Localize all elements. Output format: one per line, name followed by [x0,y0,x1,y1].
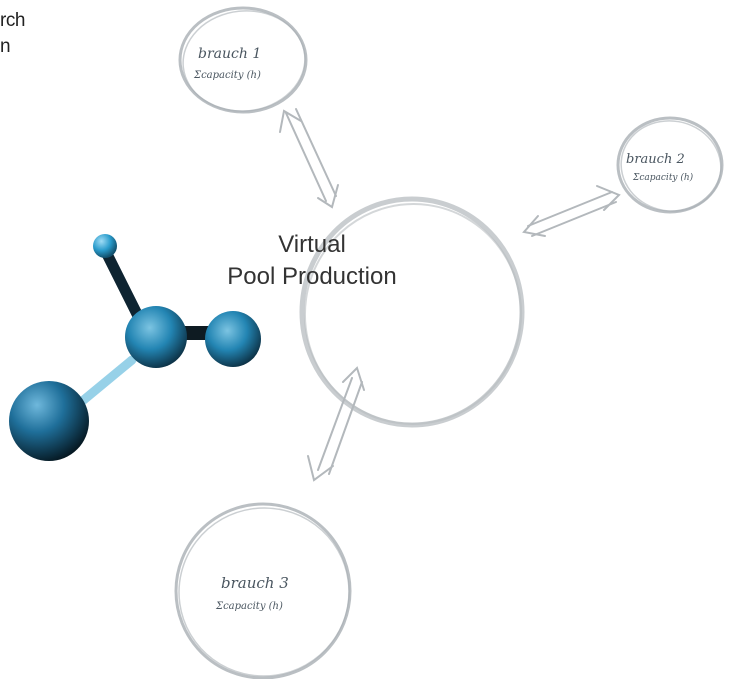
center-label-line-1: Virtual [278,231,346,258]
branch-1-name: brauch 1 [198,46,261,62]
branch-2-circle [616,116,724,214]
branch-1-circle [178,6,308,114]
branch-1-capacity: Σcapacity (h) [193,70,261,81]
center-label: Virtual Pool Production [212,229,412,293]
center-label-line-2: Pool Production [227,263,397,290]
branch-3-circle [174,502,352,679]
arrow-branch-1 [279,108,339,209]
branch-3-capacity: Σcapacity (h) [215,601,283,612]
center-circle [299,196,525,428]
branch-3-name: brauch 3 [221,574,289,592]
arrow-branch-2 [522,185,621,237]
branch-2-name: brauch 2 [626,152,685,167]
cropped-heading-line-1: rch [0,10,25,31]
branch-2-capacity: Σcapacity (h) [632,172,694,183]
arrow-branch-3 [307,366,365,482]
molecule-illustration [9,234,261,461]
cropped-heading-line-2: n [0,36,11,57]
